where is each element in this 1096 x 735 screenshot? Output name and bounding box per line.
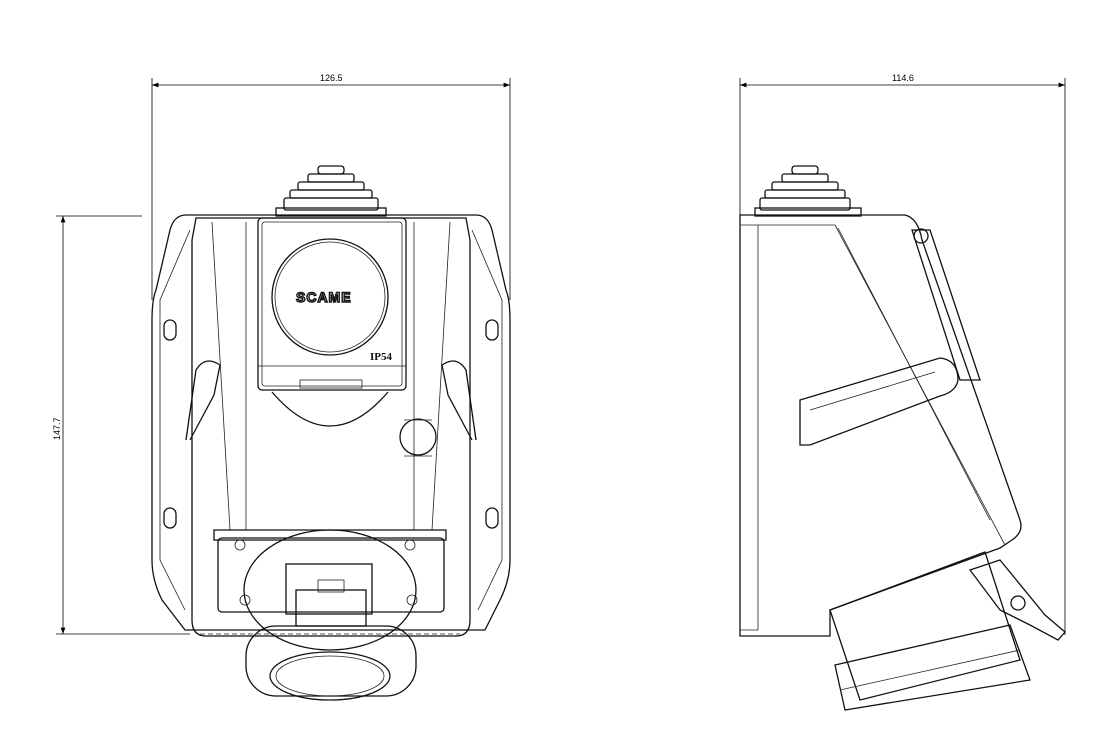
button xyxy=(399,418,437,457)
dimension-front-height: 147.7 xyxy=(52,215,190,635)
lid: SCAME IP54 xyxy=(257,217,407,427)
dimension-side-depth: 114.6 xyxy=(739,73,1066,635)
dimension-label-front-height: 147.7 xyxy=(52,417,62,440)
cable-gland-side xyxy=(754,165,862,217)
cable-gland xyxy=(275,165,387,217)
brand-logo: SCAME xyxy=(296,289,352,305)
dimension-front-width: 126.5 xyxy=(151,73,511,300)
socket xyxy=(200,529,460,701)
mounting-holes xyxy=(163,319,499,529)
side-view xyxy=(739,165,1066,711)
ip-rating-label: IP54 xyxy=(370,351,393,363)
dimension-label-side-depth: 114.6 xyxy=(892,73,914,83)
dimension-label-front-width: 126.5 xyxy=(320,73,343,83)
front-view: SCAME IP54 xyxy=(151,165,511,701)
